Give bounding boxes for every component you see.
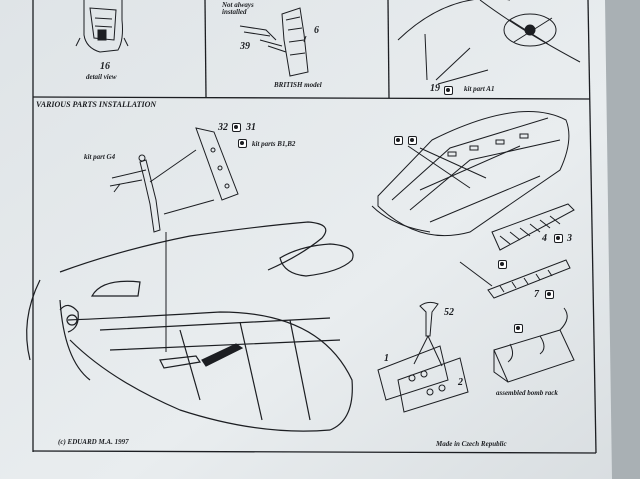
part-52-label: 52 [444, 307, 454, 318]
kit-part-a1-drawing [397, 0, 581, 85]
kit-parts-b1-b2-label: kit parts B1,B2 [252, 140, 296, 148]
photo-etch-symbol [514, 324, 523, 333]
part-6-label: 6 [314, 25, 319, 36]
not-installed-note: Not always installed [222, 1, 254, 16]
section-title: VARIOUS PARTS INSTALLATION [36, 100, 157, 109]
made-in-footer: Made in Czech Republic [436, 440, 507, 448]
photo-etch-symbol [545, 290, 554, 299]
remove-symbol [394, 136, 403, 145]
part-2-label: 2 [458, 377, 463, 388]
part-3-label: 3 [567, 233, 572, 244]
british-model-caption: BRITISH model [274, 81, 322, 89]
part-7-label: 7 [534, 289, 539, 300]
part-39-label: 39 [240, 41, 250, 52]
aircraft-drawing [26, 221, 354, 432]
photo-etch-symbol [408, 136, 417, 145]
part-1-label: 1 [384, 353, 389, 364]
kit-part-a1-caption: kit part A1 [464, 85, 495, 93]
kit-part-g4-label: kit part G4 [84, 153, 116, 161]
copyright-footer: (c) EDUARD M.A. 1997 [58, 438, 129, 446]
frame-right [587, 0, 597, 454]
part-19-label: 19 [430, 83, 440, 94]
kit-part-g4-drawing [109, 127, 239, 352]
photo-etch-symbol [554, 234, 563, 243]
detail-caption: detail view [86, 73, 117, 81]
wing-assembly-drawing [371, 111, 575, 299]
part-31-label: 31 [246, 122, 256, 133]
top-divider [32, 96, 591, 100]
kit-part-symbol [238, 139, 247, 148]
bomb-rack-drawing [493, 307, 575, 383]
bomb-rack-label: assembled bomb rack [496, 389, 558, 397]
top-divider-2 [387, 0, 390, 99]
detail-number: 16 [100, 61, 110, 72]
part-4-label: 4 [542, 233, 547, 244]
british-model-drawing [239, 7, 309, 77]
detail-view-drawing [75, 0, 129, 53]
paper-sheet [0, 0, 612, 479]
frame-bottom [32, 450, 597, 454]
kit-part-symbol [444, 86, 453, 95]
bend-symbol [498, 260, 507, 269]
photo-etch-symbol [232, 123, 241, 132]
parts-1-2-52-drawing [377, 301, 469, 413]
top-divider-1 [204, 0, 207, 98]
part-32-label: 32 [218, 122, 228, 133]
